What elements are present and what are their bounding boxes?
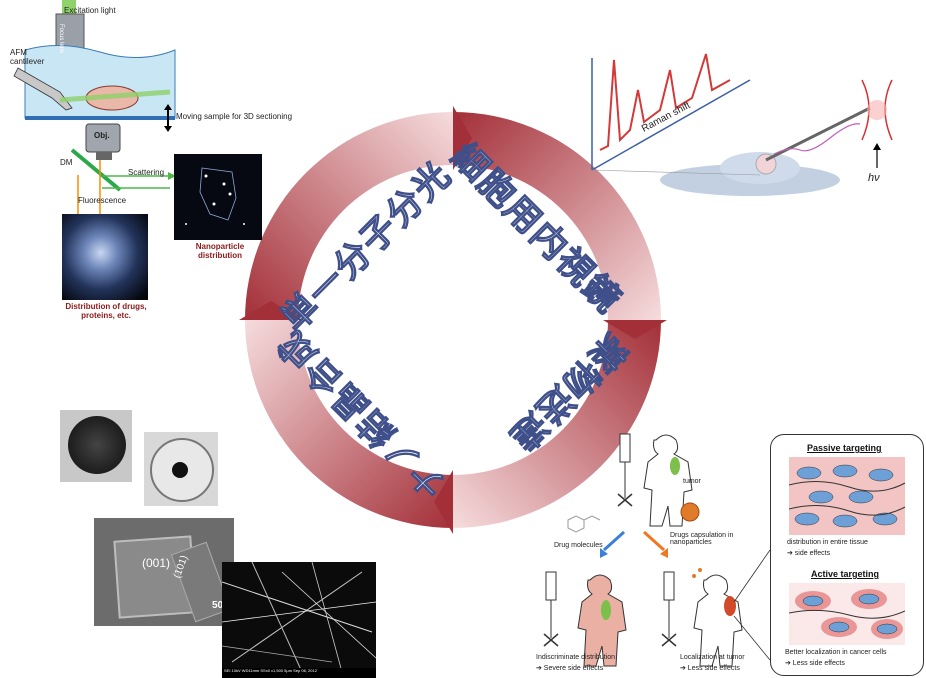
- active-effect: ➔ Less side effects: [785, 660, 845, 667]
- scattering-label: Scattering: [128, 168, 165, 177]
- excitation-light-label: Excitation light: [64, 6, 116, 15]
- ring-segment-bottom-left: [245, 320, 453, 528]
- raman-diagram: [591, 53, 893, 196]
- drug-delivery-diagram: [543, 433, 771, 667]
- tumor-label: tumor: [683, 478, 701, 485]
- nanoparticle-distribution-caption: Nanoparticle distribution: [195, 242, 245, 260]
- active-desc: Better localization in cancer cells: [785, 649, 887, 656]
- sem-footer-label: SEI 10kV WD11mm SSx0 x1,500 5µm Sep 06, …: [224, 668, 317, 673]
- hv-label: hν: [868, 172, 880, 184]
- passive-targeting-title: Passive targeting: [807, 443, 882, 453]
- ring-segment-top-left: [245, 112, 453, 320]
- active-tissue-image: [789, 583, 905, 645]
- drug-distribution-caption: Distribution of drugs, proteins, etc.: [65, 302, 147, 320]
- targeting-panel: Passive targeting distribution in entire…: [770, 434, 924, 676]
- fluorescence-image: [62, 214, 148, 300]
- sem-nanowire-image: [222, 562, 376, 678]
- active-targeting-title: Active targeting: [811, 569, 880, 579]
- ring-segment-bottom-right: [453, 320, 661, 528]
- tem-sphere-image: [60, 410, 132, 482]
- drug-molecules-label: Drug molecules: [554, 542, 603, 549]
- objective-label: Obj.: [94, 131, 110, 140]
- facet-001-label: (001): [142, 556, 171, 570]
- localization-label: Localization at tumor: [680, 654, 745, 661]
- ring-segment-top-right: [453, 112, 661, 320]
- passive-desc: distribution in entire tissue: [787, 539, 868, 546]
- nanoparticle-image: [174, 154, 262, 240]
- dm-label: DM: [60, 158, 73, 167]
- passive-tissue-image: [789, 457, 905, 535]
- capsulation-label: Drugs capsulation in nanoparticles: [670, 532, 734, 546]
- less-effects-label: ➔ Less side effects: [680, 665, 740, 672]
- indiscriminate-label: Indiscriminate distribution: [536, 654, 615, 661]
- tem-core-shell-image: [144, 432, 218, 506]
- afm-cantilever-label: AFM cantilever: [10, 48, 45, 66]
- focus-lens-label: Focus lens: [58, 24, 64, 54]
- severe-effects-label: ➔ Severe side effects: [536, 665, 604, 672]
- moving-sample-label: Moving sample for 3D sectioning: [176, 112, 293, 121]
- fluorescence-label: Fluorescence: [78, 196, 127, 205]
- scale-bar-label: 50: [212, 600, 224, 611]
- sem-cube-image: [94, 518, 234, 626]
- afm-setup-diagram: [13, 0, 176, 215]
- passive-effect: ➔ side effects: [787, 550, 831, 557]
